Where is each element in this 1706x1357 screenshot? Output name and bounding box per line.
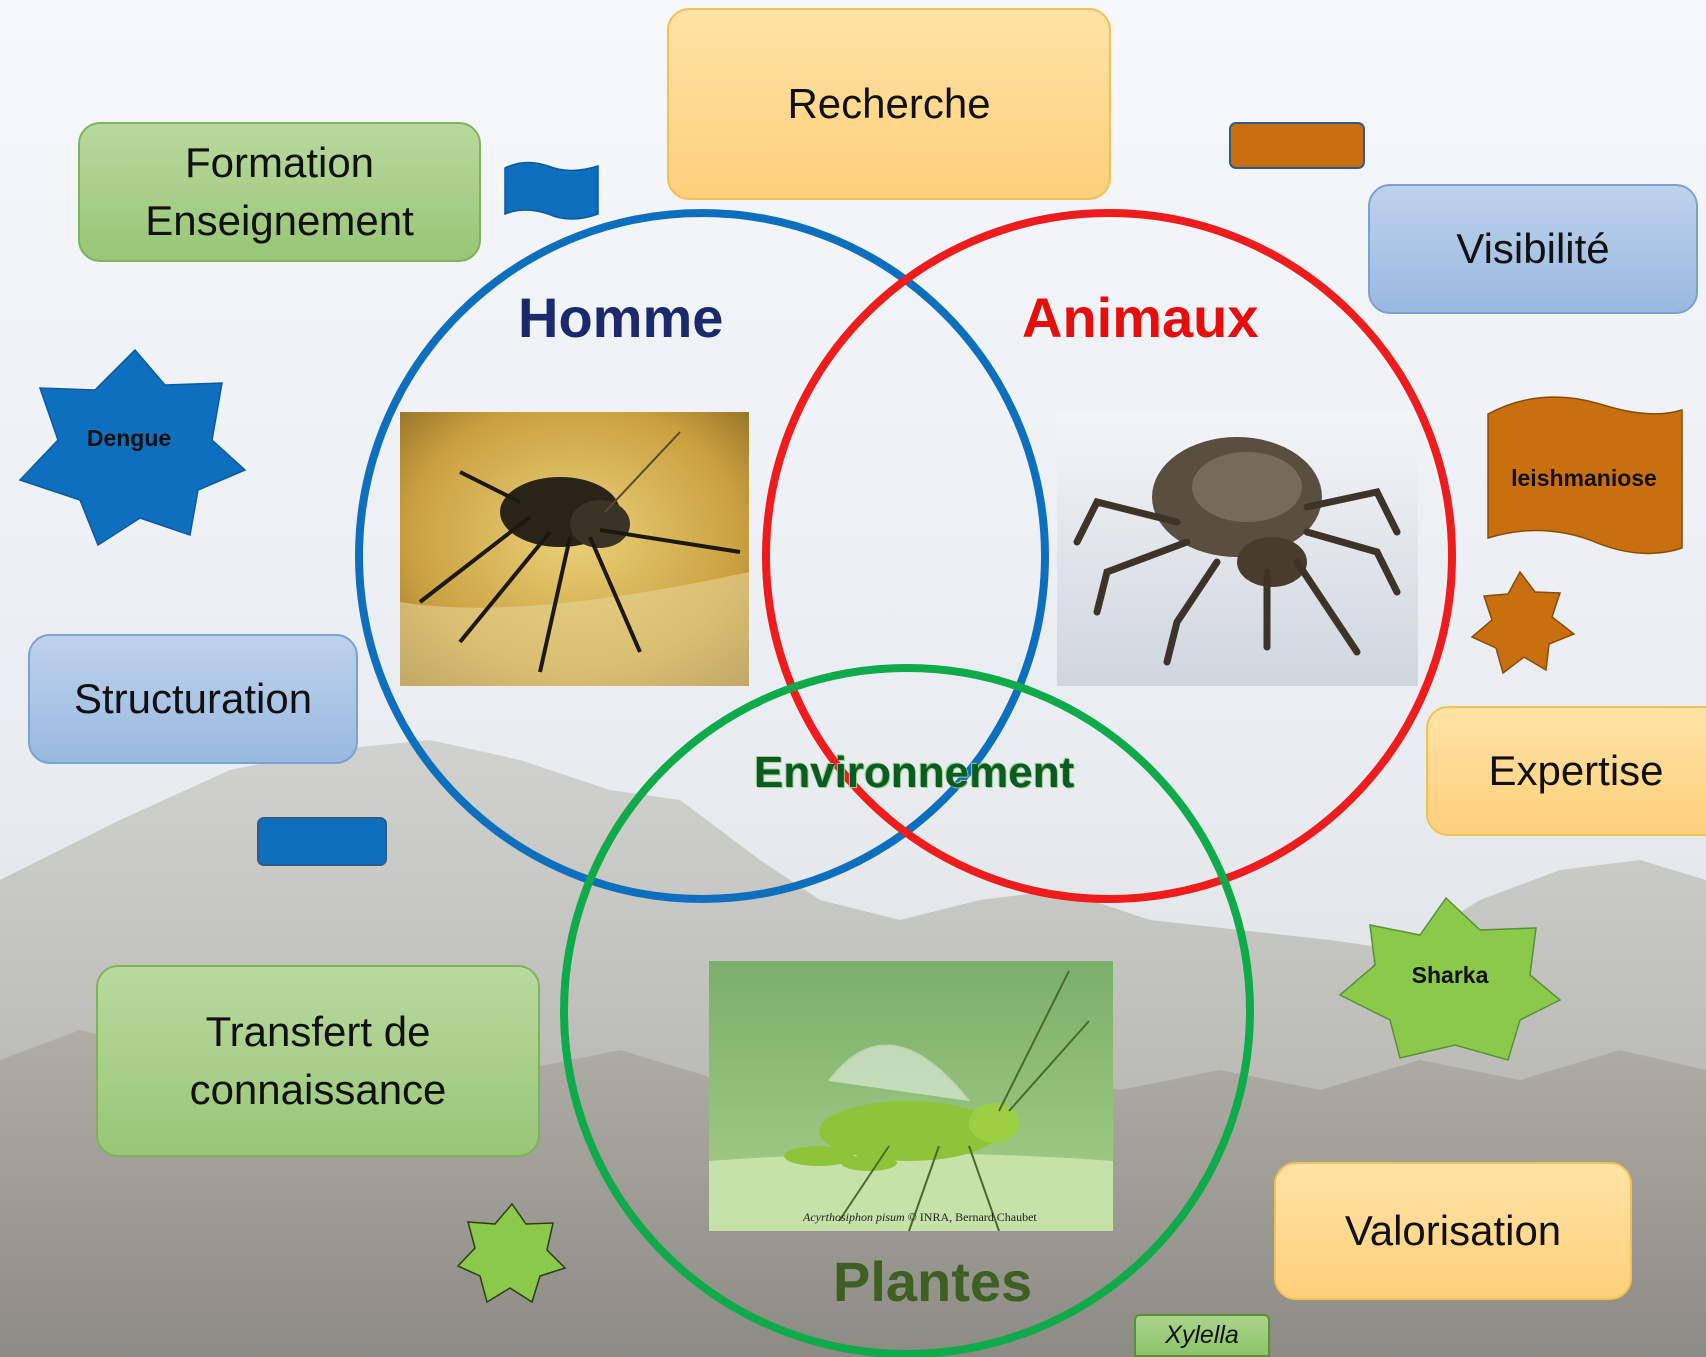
- formation-label-line1: Formation: [184, 139, 375, 186]
- aphid-photo: Acyrthosiphon pisum © INRA, Bernard Chau…: [709, 961, 1113, 1231]
- transfert-box: Transfert de connaissance: [96, 965, 540, 1157]
- valorisation-label: Valorisation: [1344, 1207, 1562, 1254]
- photo-caption: Acyrthosiphon pisum © INRA, Bernard Chau…: [803, 1210, 1037, 1225]
- expertise-box: Expertise: [1426, 706, 1706, 836]
- transfert-label-line2: connaissance: [189, 1066, 447, 1113]
- plantes-label: Plantes: [833, 1250, 1033, 1313]
- structuration-label: Structuration: [73, 675, 313, 722]
- visibilite-label: Visibilité: [1456, 225, 1610, 272]
- expertise-label: Expertise: [1488, 747, 1664, 794]
- formation-box: Formation Enseignement: [78, 122, 481, 262]
- sharka-label: Sharka: [1411, 962, 1489, 988]
- transfert-label-line1: Transfert de: [205, 1008, 431, 1055]
- xylella-label: Xylella: [1165, 1321, 1239, 1349]
- formation-label-line2: Enseignement: [145, 197, 414, 244]
- valorisation-box: Valorisation: [1274, 1162, 1632, 1300]
- recherche-box: Recherche: [667, 8, 1111, 200]
- caption-species: Acyrthosiphon pisum: [803, 1210, 905, 1224]
- animaux-label: Animaux: [1022, 286, 1259, 349]
- homme-label: Homme: [518, 286, 724, 349]
- mosquito-photo: [400, 412, 749, 686]
- visibilite-box: Visibilité: [1368, 184, 1698, 314]
- xylella-tab: Xylella: [1134, 1314, 1270, 1357]
- environnement-label: Environnement: [754, 748, 1075, 797]
- structuration-box: Structuration: [28, 634, 358, 764]
- tick-photo: [1057, 412, 1418, 686]
- recherche-label: Recherche: [787, 80, 991, 127]
- dengue-label: Dengue: [86, 425, 172, 451]
- caption-credit: © INRA, Bernard Chaubet: [904, 1210, 1037, 1224]
- leishmaniose-label: leishmaniose: [1511, 465, 1657, 491]
